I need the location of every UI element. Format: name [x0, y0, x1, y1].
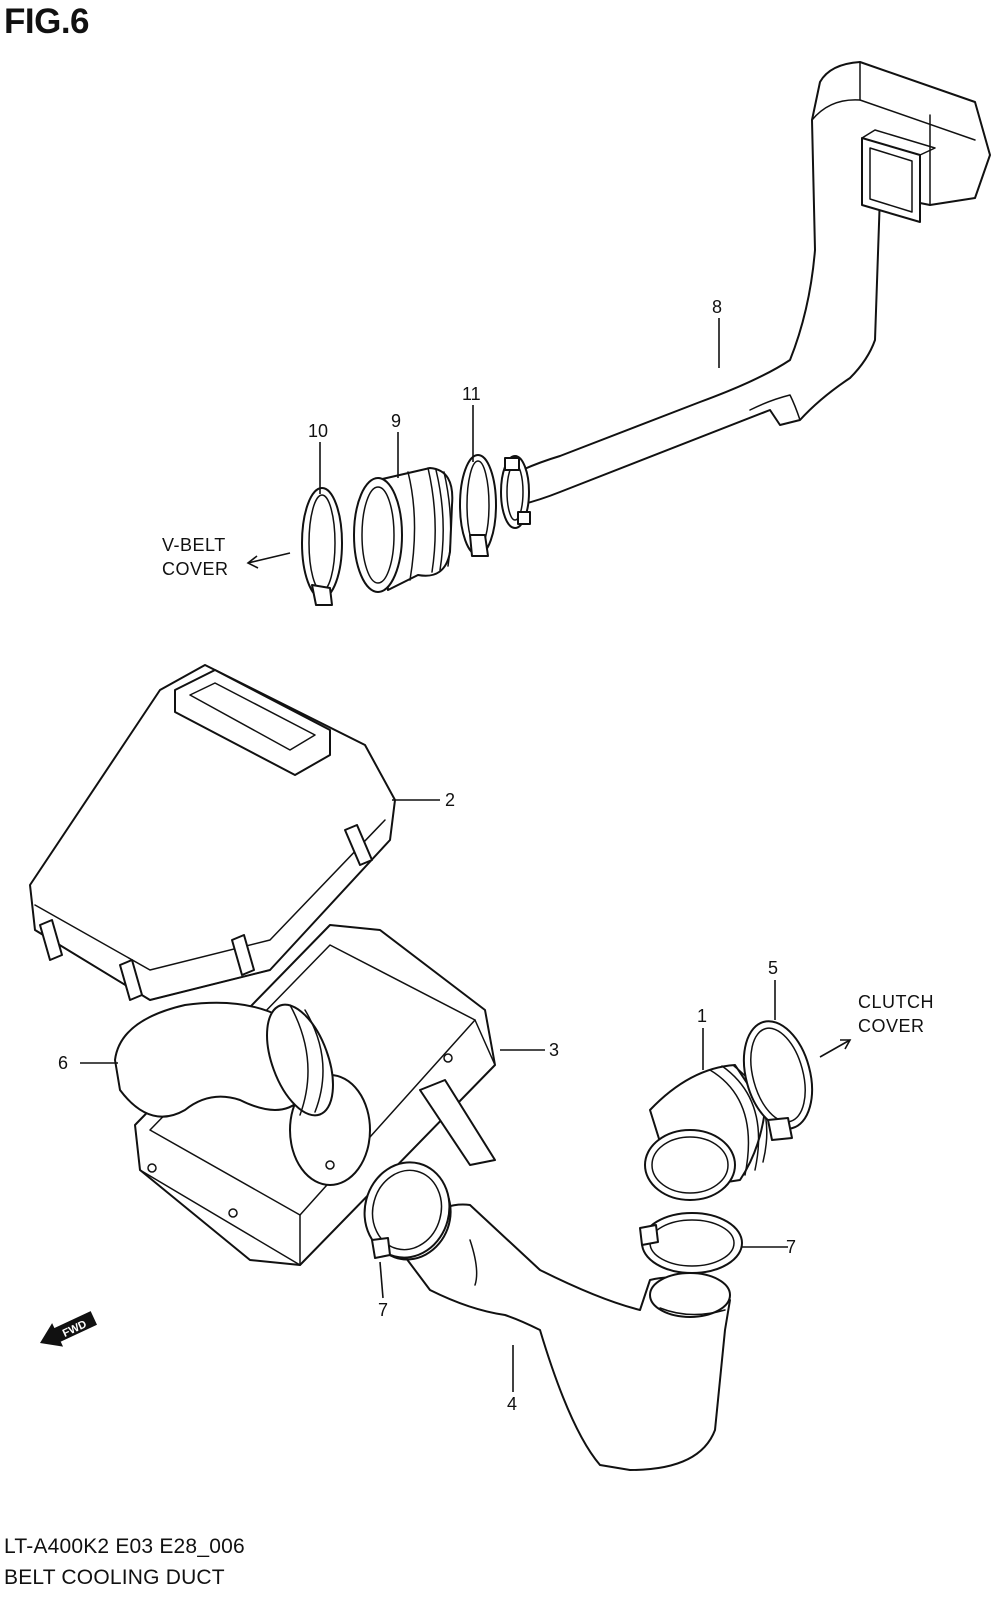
vbelt-cover-label-line2: COVER: [162, 559, 229, 579]
part-8-duct: [500, 61, 991, 529]
direction-arrows: [246, 552, 852, 1058]
callout-7-left: 7: [378, 1300, 388, 1320]
callout-1: 1: [697, 1006, 707, 1026]
figure-caption: BELT COOLING DUCT: [4, 1566, 225, 1589]
part-2-cover: [29, 664, 396, 1001]
callout-4: 4: [507, 1394, 517, 1414]
leader-lines: [80, 318, 788, 1392]
callout-3: 3: [549, 1040, 559, 1060]
callout-11: 11: [462, 384, 481, 404]
clutch-cover-label-line2: COVER: [858, 1016, 925, 1036]
vbelt-cover-label-line1: V-BELT: [162, 535, 226, 555]
callout-6: 6: [58, 1053, 68, 1073]
part-9-boot: [353, 467, 454, 593]
part-7-clamp-right: [639, 1212, 743, 1274]
part-10-clamp: [301, 487, 343, 606]
callout-7-right: 7: [786, 1237, 796, 1257]
callout-2: 2: [445, 790, 455, 810]
part-5-clamp: [742, 1020, 814, 1141]
figure-title: FIG.6: [4, 2, 90, 41]
part-7-clamp-left: [363, 1161, 451, 1259]
callout-9: 9: [391, 411, 401, 431]
model-code: LT-A400K2 E03 E28_006: [4, 1535, 245, 1558]
callout-5: 5: [768, 958, 778, 978]
clutch-cover-label-line1: CLUTCH: [858, 992, 934, 1012]
part-1-joint: [644, 1064, 768, 1201]
fwd-arrow-icon: FWD: [39, 1311, 97, 1347]
fwd-label: FWD: [61, 1318, 89, 1339]
part-11-clamp: [459, 454, 497, 557]
callout-8: 8: [712, 297, 722, 317]
callout-10: 10: [308, 421, 328, 441]
part-6-elbow: [114, 1001, 334, 1118]
